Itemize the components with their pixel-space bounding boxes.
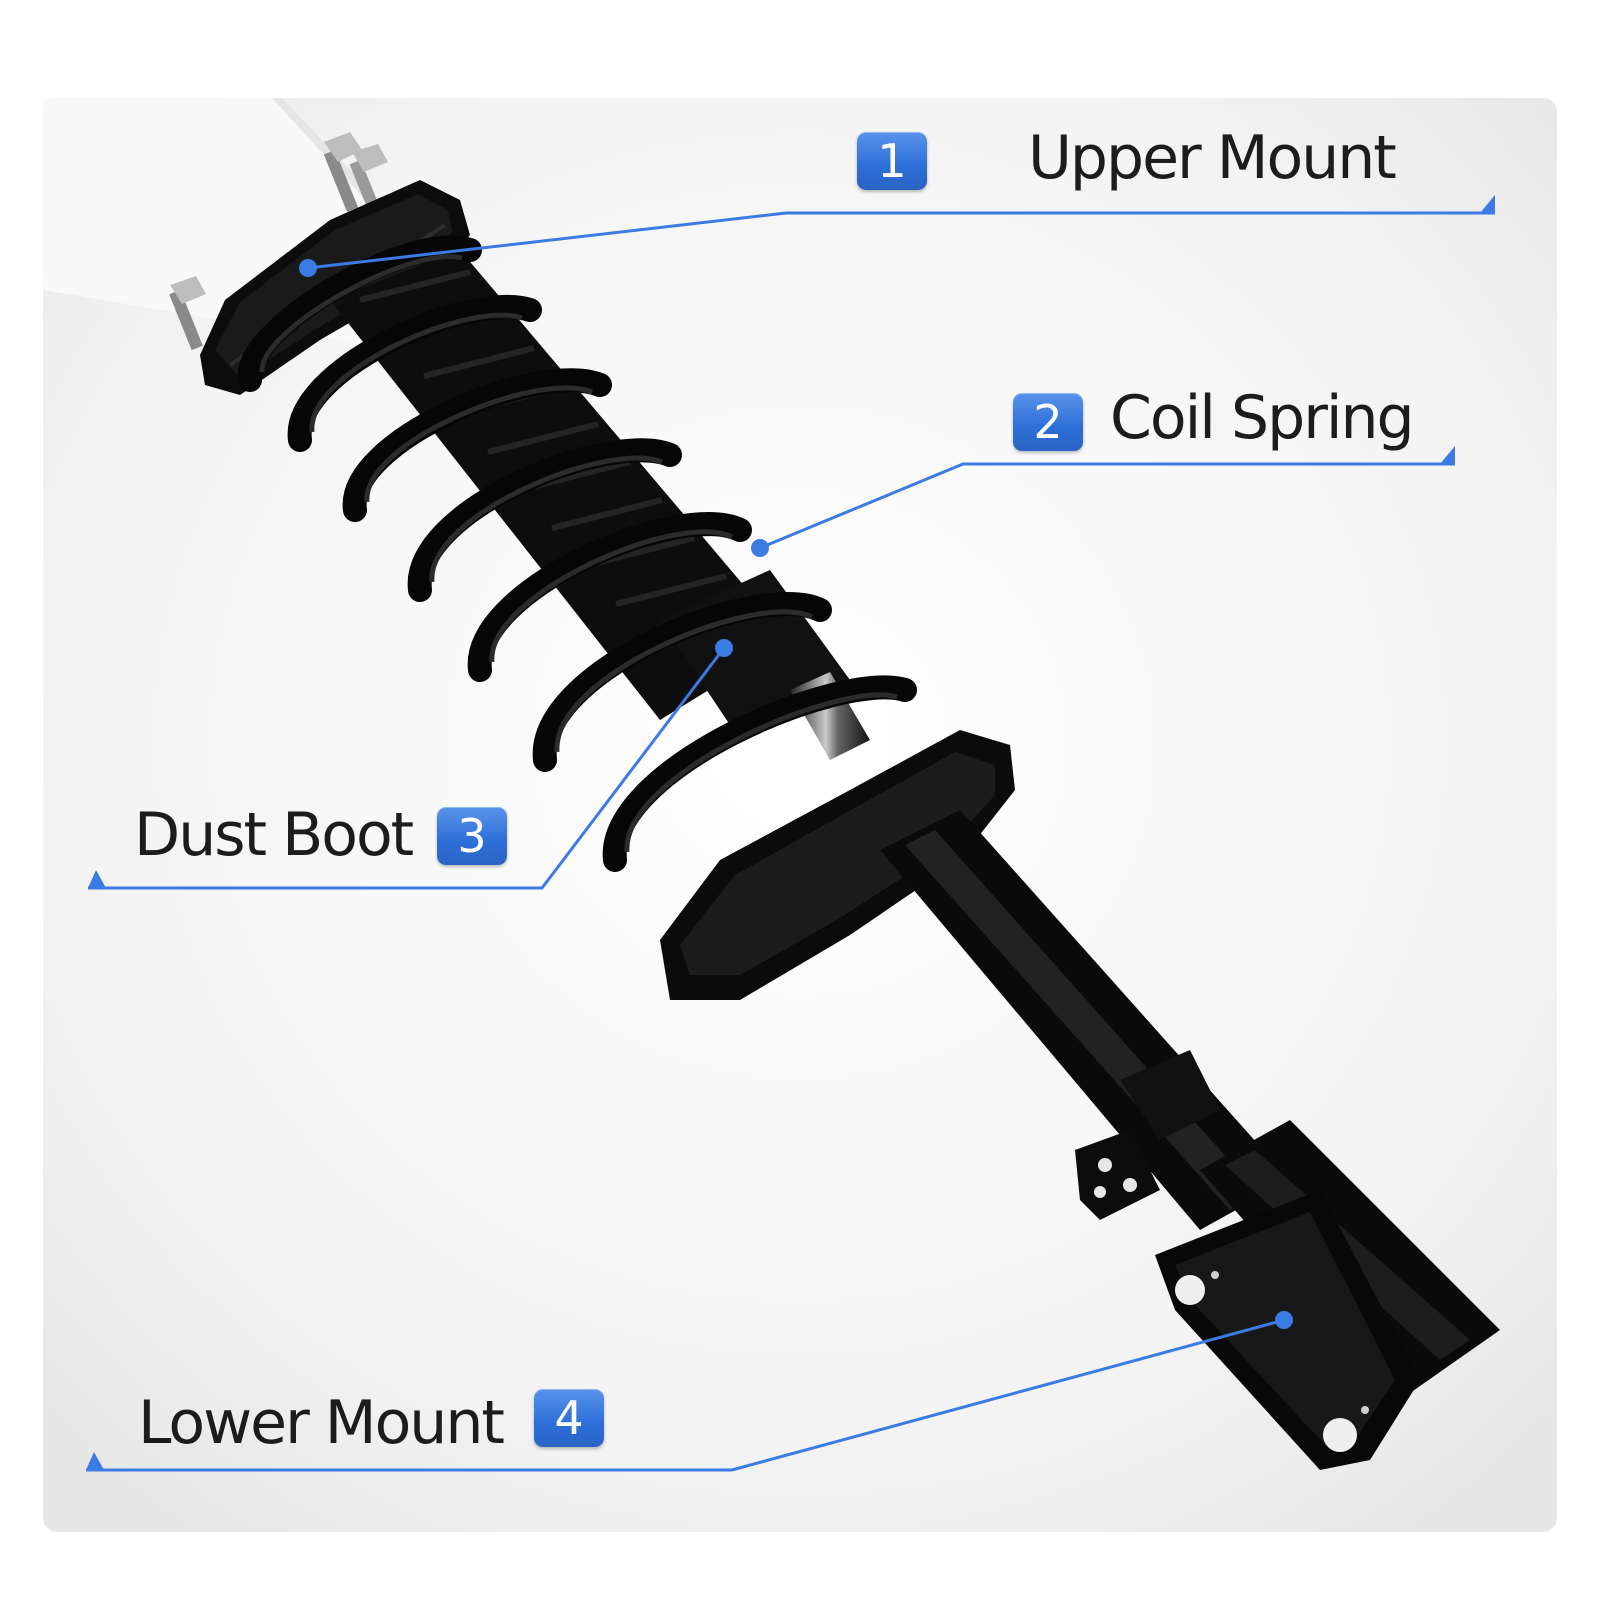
leader-dot-1	[299, 259, 317, 277]
leader-dot-4	[1275, 1311, 1293, 1329]
leader-arrow-2	[1440, 446, 1455, 464]
callout-badge-1: 1	[857, 132, 927, 190]
spring-seat	[660, 730, 1015, 1000]
brake-line-bracket	[1075, 1050, 1220, 1220]
callout-label-upper-mount: Upper Mount	[1028, 123, 1397, 193]
callout-leaders	[86, 211, 1495, 1472]
leader-dot-3	[715, 639, 733, 657]
strut-assembly	[169, 132, 1500, 1470]
leader-line-4	[86, 1318, 1285, 1472]
mount-studs	[169, 132, 388, 351]
callout-badge-4: 4	[534, 1389, 604, 1447]
coil-spring-highlights	[259, 254, 898, 853]
callout-label-dust-boot: Dust Boot	[134, 800, 414, 870]
leader-line-1	[307, 211, 1495, 270]
leader-line-3	[88, 647, 726, 890]
leader-arrow-1	[1480, 195, 1495, 213]
callout-badge-2: 2	[1013, 393, 1083, 451]
callout-badge-3: 3	[437, 807, 507, 865]
callout-label-lower-mount: Lower Mount	[138, 1388, 505, 1458]
callout-endpoints	[86, 195, 1495, 1470]
callout-label-coil-spring: Coil Spring	[1110, 383, 1415, 453]
coil-spring	[237, 235, 917, 872]
leader-line-2	[759, 462, 1455, 550]
leader-arrow-3	[88, 870, 106, 888]
leader-arrow-4	[86, 1452, 104, 1470]
leader-dot-2	[751, 539, 769, 557]
